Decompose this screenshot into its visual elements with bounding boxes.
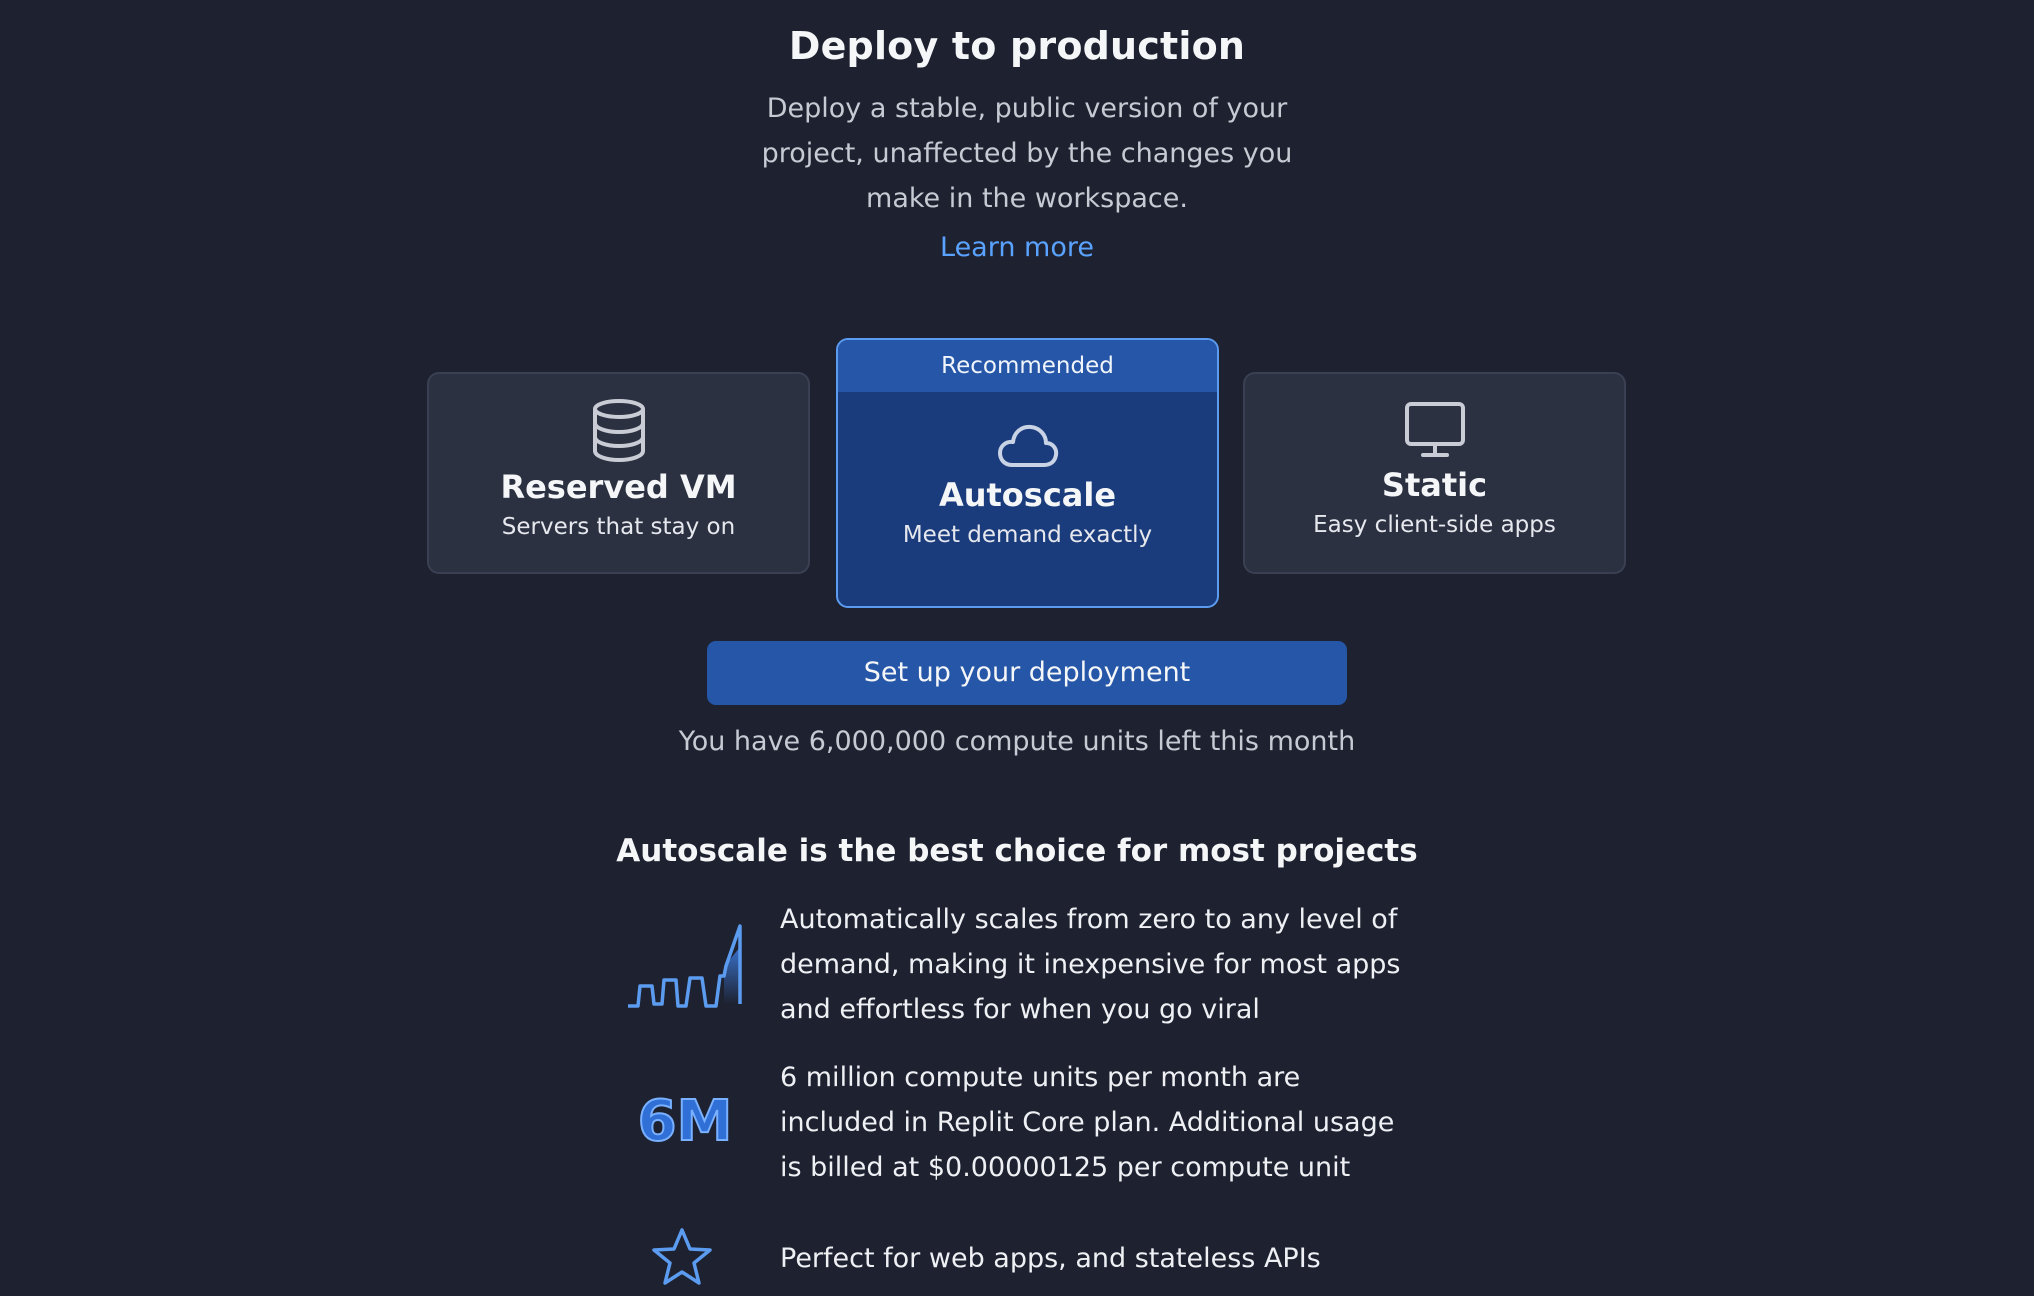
6m-badge-icon: 6M [637, 1088, 734, 1155]
learn-more-link[interactable]: Learn more [940, 232, 1094, 263]
cloud-icon [997, 424, 1058, 467]
setup-deployment-button[interactable]: Set up your deployment [707, 641, 1347, 705]
feature-use-cases-text: Perfect for web apps, and stateless APIs [780, 1243, 1321, 1274]
recommended-badge: Recommended [838, 340, 1217, 392]
features-title: Autoscale is the best choice for most pr… [616, 833, 1418, 869]
database-icon [592, 399, 645, 462]
deploy-option-name: Autoscale [938, 476, 1117, 514]
compute-units-note: You have 6,000,000 compute units left th… [678, 726, 1356, 757]
svg-text:6M: 6M [638, 1089, 733, 1154]
scaling-graph-icon [628, 924, 742, 1008]
deploy-option-reserved-vm[interactable]: Reserved VM Servers that stay on [427, 372, 810, 574]
deploy-option-static[interactable]: Static Easy client-side apps [1243, 372, 1626, 574]
deploy-option-name: Static [1381, 466, 1488, 504]
deploy-option-name: Reserved VM [500, 468, 737, 506]
deploy-option-subtitle: Servers that stay on [501, 514, 736, 540]
deploy-option-subtitle: Meet demand exactly [902, 522, 1153, 548]
star-icon [652, 1228, 712, 1285]
page-description: Deploy a stable, public version of your … [761, 93, 1293, 214]
feature-autoscale-text: Automatically scales from zero to any le… [780, 904, 1401, 1025]
page-title: Deploy to production [788, 24, 1246, 68]
feature-compute-units-text: 6 million compute units per month are in… [780, 1062, 1395, 1183]
deploy-option-subtitle: Easy client-side apps [1313, 512, 1556, 538]
deploy-option-autoscale[interactable]: Recommended Autoscale Meet demand exactl… [836, 338, 1219, 608]
monitor-icon [1404, 402, 1465, 457]
